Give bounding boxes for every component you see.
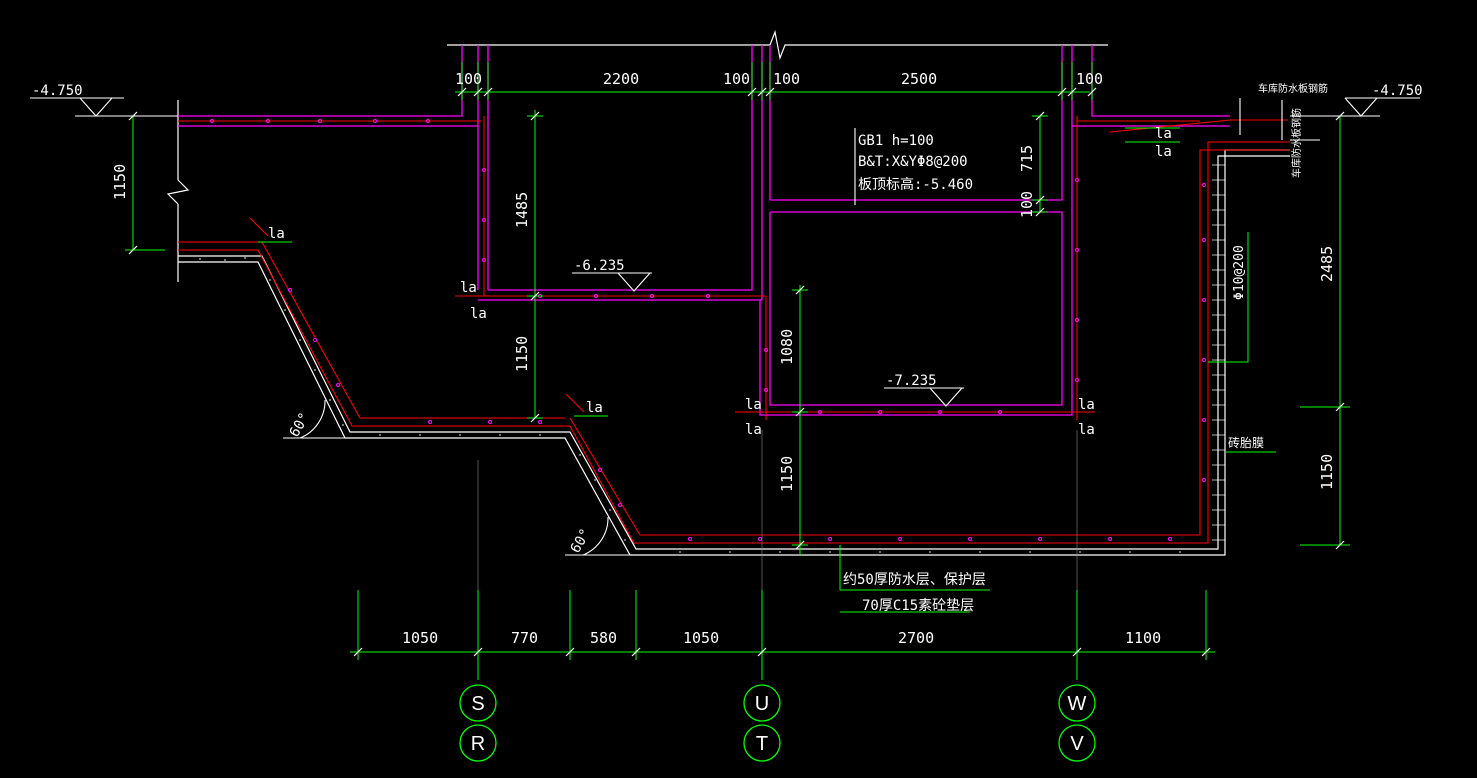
dim-bottom-770: 770: [511, 629, 538, 647]
dim-right-1150: 1150: [1318, 454, 1336, 490]
elevation-mid: -6.235: [574, 258, 625, 274]
axis-bubble-t: [743, 724, 781, 762]
elevation-low: -7.235: [886, 373, 937, 389]
dim-bottom-1050-b: 1050: [683, 629, 719, 647]
waterproof-layer-note: 约50厚防水层、保护层: [843, 572, 986, 588]
dim-2485: 2485: [1318, 246, 1336, 282]
dim-bottom-1050-a: 1050: [402, 629, 438, 647]
dim-1150-mid: 1150: [513, 336, 531, 372]
axis-bubble-w: [1058, 684, 1096, 722]
rebar-lines: [178, 116, 1290, 544]
axis-bubble-s: [459, 684, 497, 722]
slab-note-line2: B&T:X&YΦ8@200: [858, 154, 968, 170]
dim-left-1150: 1150: [111, 164, 129, 200]
la-label: la: [586, 400, 603, 416]
slab-note-line1: GB1 h=100: [858, 133, 934, 149]
dim-top-100-a: 100: [455, 70, 482, 88]
axis-label-v: V: [1070, 733, 1084, 755]
garage-rebar-note-top: 车库防水板钢筋: [1258, 82, 1328, 95]
dim-bottom-580: 580: [590, 629, 617, 647]
slab-note-line3: 板顶标高:-5.460: [858, 176, 973, 193]
elevation-left: -4.750: [32, 83, 83, 99]
la-label: la: [460, 280, 477, 296]
dim-1485: 1485: [513, 192, 531, 228]
axis-bubbles: [459, 684, 1096, 762]
la-label: la: [268, 226, 285, 242]
brick-wall-hatch: [1212, 164, 1225, 541]
dimension-lines: [125, 62, 1350, 680]
dim-top-2500: 2500: [901, 70, 937, 88]
dim-715: 715: [1018, 145, 1036, 172]
la-label: la: [1078, 397, 1095, 413]
dim-top-100-b: 100: [723, 70, 750, 88]
rebar-dots: [209, 118, 1207, 542]
brick-wall-note: 砖胎膜: [1228, 435, 1264, 450]
vertical-dimension-texts: 1150 1485 1150 1080 1150 715 100 2485 11…: [111, 145, 1336, 492]
dimension-ticks: [128, 87, 1345, 657]
rebar-note-right: Φ10@200: [1232, 245, 1247, 300]
concrete-walls: [178, 45, 1230, 416]
axis-bubble-v: [1058, 724, 1096, 762]
protective-layer-hatch: [199, 257, 1181, 553]
cushion-layer-note: 70厚C15素砼垫层: [862, 598, 974, 614]
la-label: la: [1078, 422, 1095, 438]
top-dimension-texts: 100 2200 100 100 2500 100: [455, 70, 1103, 88]
elevation-right: -4.750: [1372, 83, 1423, 99]
axis-bubble-u: [743, 684, 781, 722]
notes: GB1 h=100 B&T:X&YΦ8@200 板顶标高:-5.460 约50厚…: [843, 82, 1328, 614]
la-label: la: [1155, 126, 1172, 142]
axis-bubble-r: [459, 724, 497, 762]
la-label: la: [745, 397, 762, 413]
anchor-labels: la la la la la la la la la la: [268, 126, 1172, 438]
axis-label-s: S: [471, 693, 484, 715]
dim-bottom-1100: 1100: [1125, 629, 1161, 647]
la-label: la: [470, 306, 487, 322]
bottom-dimension-texts: 1050 770 580 1050 2700 1100: [402, 629, 1161, 647]
dim-bottom-2700: 2700: [898, 629, 934, 647]
elevation-texts: -4.750 -4.750 -6.235 -7.235: [32, 83, 1423, 389]
dim-1150-low: 1150: [778, 456, 796, 492]
dim-1080: 1080: [778, 329, 796, 365]
elevation-markers: [30, 97, 1420, 556]
axis-labels: S R U T W V: [471, 693, 1087, 755]
axis-label-t: T: [756, 733, 768, 755]
axis-label-u: U: [755, 693, 769, 715]
la-label: la: [1155, 144, 1172, 160]
structure-outline: [166, 29, 1290, 556]
angle-left: 60°: [287, 410, 314, 440]
axis-label-r: R: [471, 733, 485, 755]
axis-label-w: W: [1068, 693, 1087, 715]
la-label: la: [745, 422, 762, 438]
dim-top-100-c: 100: [773, 70, 800, 88]
dim-top-2200: 2200: [603, 70, 639, 88]
garage-rebar-note-side: 车库防水板钢筋: [1290, 108, 1303, 178]
dim-100-vert: 100: [1018, 191, 1036, 218]
dim-top-100-d: 100: [1076, 70, 1103, 88]
